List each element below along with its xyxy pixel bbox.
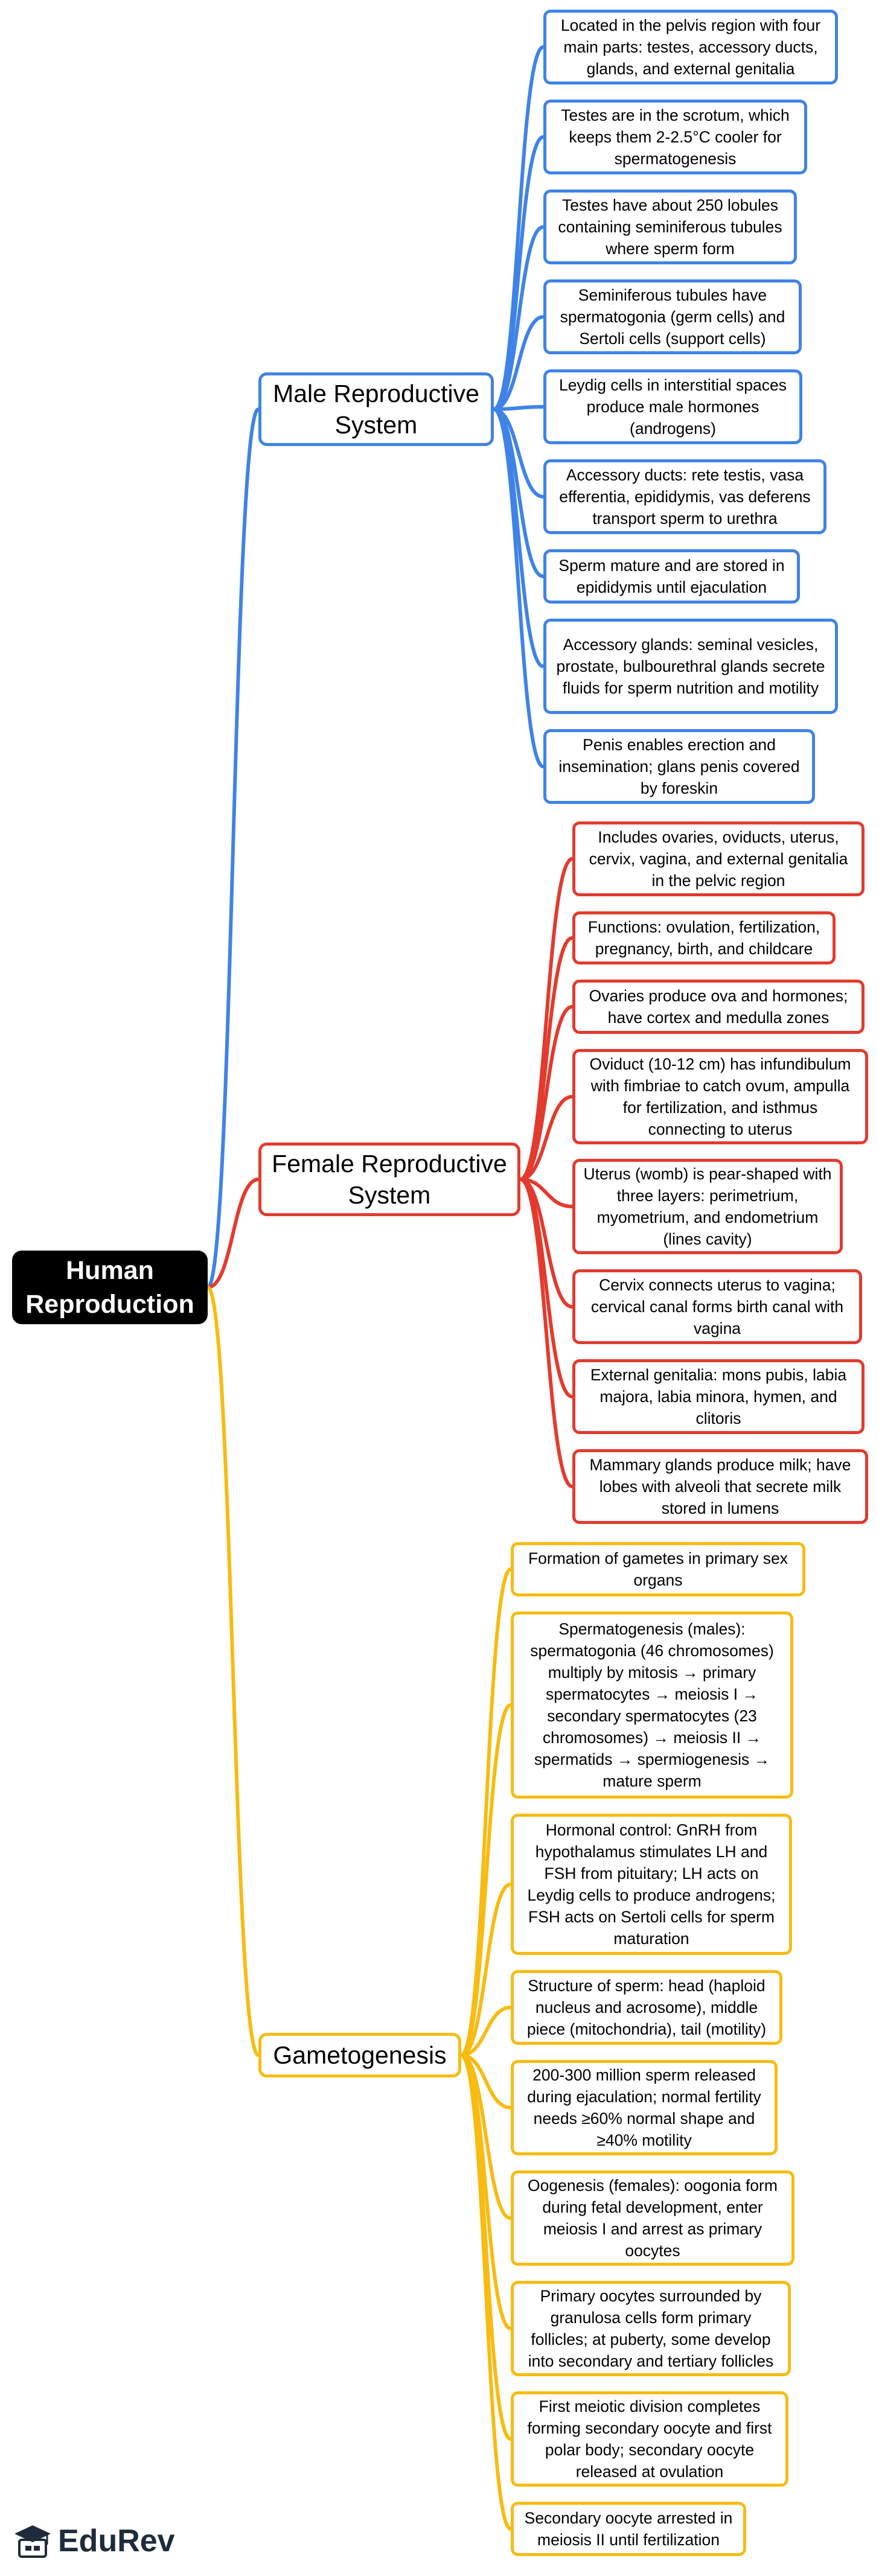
leaf-female-1: Includes ovaries, oviducts, uterus, cerv…	[572, 821, 865, 896]
leaf-gametogenesis-2: Spermatogenesis (males): spermatogonia (…	[511, 1612, 793, 1799]
leaf-text: Spermatogenesis (males): spermatogonia (…	[530, 1620, 774, 1790]
leaf-text: Ovaries produce ova and hormones; have c…	[589, 987, 848, 1027]
leaf-male-2: Testes are in the scrotum, which keeps t…	[543, 100, 807, 174]
connector-branch-to-leaf	[492, 135, 545, 411]
leaf-text: Includes ovaries, oviducts, uterus, cerv…	[589, 828, 848, 890]
leaf-gametogenesis-7: Primary oocytes surrounded by granulosa …	[511, 2281, 791, 2376]
connector-branch-to-leaf	[519, 1178, 574, 1398]
leaf-text: Cervix connects uterus to vagina; cervic…	[590, 1276, 844, 1337]
connector-branch-to-leaf	[459, 1883, 513, 2057]
connector-branch-to-leaf	[459, 1703, 513, 2057]
edurev-logo: EduRev	[13, 2517, 175, 2565]
connector-branch-to-leaf	[519, 1005, 574, 1181]
connector-branch-to-leaf	[459, 2053, 513, 2531]
connector-branch-to-leaf	[492, 315, 545, 411]
branch-label: Male Reproductive System	[273, 380, 479, 439]
connector-branch-to-leaf	[519, 1178, 574, 1208]
connector-branch-to-leaf	[492, 45, 545, 411]
leaf-text: Mammary glands produce milk; have lobes …	[589, 1456, 851, 1517]
leaf-female-8: Mammary glands produce milk; have lobes …	[572, 1449, 868, 1524]
leaf-female-3: Ovaries produce ova and hormones; have c…	[572, 980, 865, 1034]
leaf-text: Testes have about 250 lobules containing…	[558, 196, 782, 258]
branch-male-reproductive-system: Male Reproductive System	[258, 372, 494, 446]
leaf-text: Uterus (womb) is pear-shaped with three …	[583, 1165, 832, 1248]
leaf-female-7: External genitalia: mons pubis, labia ma…	[572, 1359, 865, 1434]
leaf-gametogenesis-1: Formation of gametes in primary sex orga…	[511, 1542, 805, 1596]
connector-branch-to-leaf	[519, 1095, 574, 1181]
leaf-text: Hormonal control: GnRH from hypothalamus…	[527, 1821, 776, 1948]
leaf-text: Oviduct (10-12 cm) has infundibulum with…	[589, 1055, 851, 1138]
leaf-text: Testes are in the scrotum, which keeps t…	[561, 106, 790, 168]
leaf-male-9: Penis enables erection and insemination;…	[543, 729, 815, 804]
leaf-text: 200-300 million sperm released during ej…	[527, 2066, 761, 2149]
leaf-text: Located in the pelvis region with four m…	[560, 16, 821, 78]
leaf-male-7: Sperm mature and are stored in epididymi…	[543, 549, 800, 604]
leaf-text: Oogenesis (females): oogonia form during…	[528, 2176, 778, 2260]
branch-female-reproductive-system: Female Reproductive System	[258, 1143, 520, 1216]
leaf-female-6: Cervix connects uterus to vagina; cervic…	[572, 1269, 862, 1344]
leaf-gametogenesis-9: Secondary oocyte arrested in meiosis II …	[511, 2502, 746, 2556]
root-label: Human Reproduction	[25, 1256, 194, 1319]
graduation-cap-icon	[14, 2525, 51, 2558]
connector-branch-to-leaf	[492, 407, 545, 768]
connector-branch-to-leaf	[459, 2006, 513, 2057]
leaf-male-4: Seminiferous tubules have spermatogonia …	[543, 279, 802, 354]
leaf-male-6: Accessory ducts: rete testis, vasa effer…	[543, 459, 826, 534]
leaf-gametogenesis-5: 200-300 million sperm released during ej…	[511, 2060, 778, 2155]
connector-branch-to-leaf	[492, 407, 545, 499]
connector-branch-to-leaf	[459, 2053, 513, 2109]
connector-branch-to-leaf	[492, 225, 545, 411]
leaf-female-4: Oviduct (10-12 cm) has infundibulum with…	[572, 1049, 868, 1144]
connector-branch-to-leaf	[519, 1178, 574, 1488]
leaf-text: Primary oocytes surrounded by granulosa …	[528, 2287, 774, 2370]
leaf-text: Seminiferous tubules have spermatogonia …	[560, 286, 785, 348]
leaf-female-5: Uterus (womb) is pear-shaped with three …	[572, 1159, 843, 1254]
branch-gametogenesis: Gametogenesis	[258, 2033, 461, 2077]
leaf-male-8: Accessory glands: seminal vesicles, pros…	[543, 619, 838, 714]
leaf-text: Penis enables erection and insemination;…	[558, 736, 800, 797]
branch-label: Gametogenesis	[273, 2041, 447, 2069]
leaf-gametogenesis-3: Hormonal control: GnRH from hypothalamus…	[511, 1814, 792, 1955]
leaf-text: Accessory glands: seminal vesicles, pros…	[556, 636, 825, 697]
connector-root-to-branch	[206, 407, 260, 1289]
leaf-text: Functions: ovulation, fertilization, pre…	[587, 918, 820, 958]
leaf-female-2: Functions: ovulation, fertilization, pre…	[572, 911, 836, 964]
leaf-gametogenesis-4: Structure of sperm: head (haploid nucleu…	[511, 1970, 782, 2045]
connector-root-to-branch	[206, 1286, 260, 2057]
leaf-text: Accessory ducts: rete testis, vasa effer…	[559, 466, 811, 528]
leaf-gametogenesis-8: First meiotic division completes forming…	[511, 2391, 788, 2487]
logo-text: EduRev	[58, 2523, 175, 2558]
leaf-male-5: Leydig cells in interstitial spaces prod…	[543, 369, 802, 444]
leaf-text: Secondary oocyte arrested in meiosis II …	[524, 2509, 733, 2549]
leaf-text: Leydig cells in interstitial spaces prod…	[558, 376, 787, 438]
leaf-text: Structure of sperm: head (haploid nucleu…	[526, 1977, 767, 2038]
leaf-text: Formation of gametes in primary sex orga…	[528, 1549, 788, 1589]
leaf-text: First meiotic division completes forming…	[527, 2397, 772, 2481]
root-node: Human Reproduction	[12, 1251, 208, 1324]
connector-branch-to-leaf	[519, 857, 574, 1181]
leaf-male-1: Located in the pelvis region with four m…	[543, 10, 838, 84]
connector-branch-to-leaf	[459, 2053, 513, 2441]
leaf-gametogenesis-6: Oogenesis (females): oogonia form during…	[511, 2170, 794, 2266]
branch-label: Female Reproductive System	[272, 1150, 507, 1209]
connector-branch-to-leaf	[492, 405, 545, 411]
connector-root-to-branch	[206, 1178, 260, 1289]
leaf-text: External genitalia: mons pubis, labia ma…	[590, 1366, 847, 1427]
connector-branch-to-leaf	[459, 1567, 513, 2057]
leaf-text: Sperm mature and are stored in epididymi…	[558, 556, 785, 596]
leaf-male-3: Testes have about 250 lobules containing…	[543, 190, 797, 264]
